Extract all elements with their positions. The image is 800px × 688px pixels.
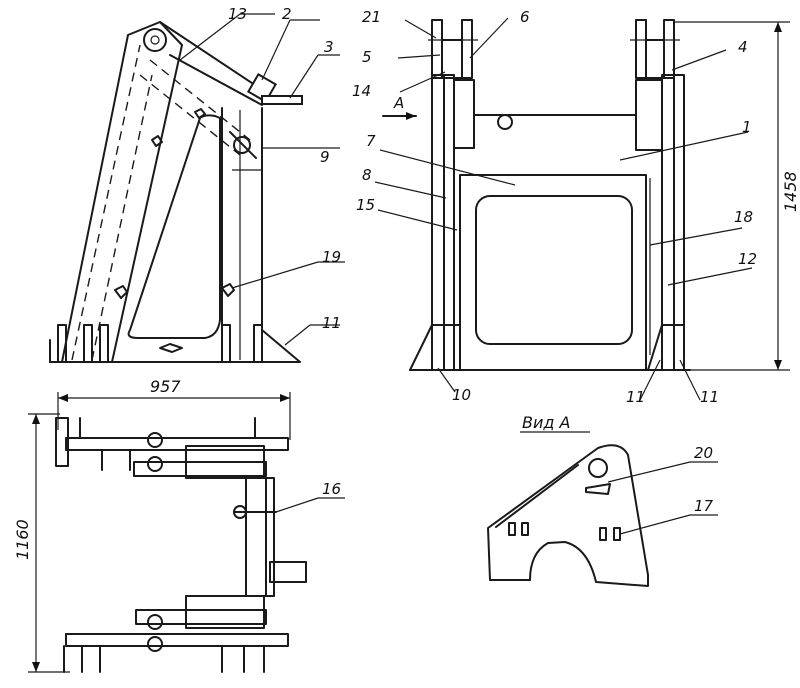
callout-5: 5 [362,48,372,66]
callouts: 13 2 3 9 19 11 21 5 14 6 4 1 7 8 15 18 1… [228,5,757,515]
view-a: Вид А [487,413,718,587]
callout-2: 2 [282,5,292,23]
side-window-cutout [127,114,221,339]
callout-11-side: 11 [322,314,341,332]
part-20 [585,483,611,495]
bolt-clamp [233,136,251,154]
callout-11-front-b: 11 [700,388,719,406]
plan-vertical-member [245,477,267,597]
callout-19: 19 [322,248,341,266]
callout-10: 10 [452,386,471,404]
view-a-title: Вид А [522,413,570,432]
clamp-plate [261,95,303,105]
top-end-plate [55,417,69,467]
callout-7: 7 [366,132,376,150]
arm-hidden-edge-2 [91,74,153,361]
main-plate [459,174,647,371]
dim-depth: 1160 [13,519,32,560]
dimension-texts: 1458 957 1160 [13,171,800,560]
bracket-19 [221,283,235,297]
view-a-hole [588,458,608,478]
arm-hidden-edge [71,44,141,361]
side-view [49,13,345,363]
bar-nut [497,114,513,130]
callout-17: 17 [694,497,714,515]
top-housing [185,445,265,479]
inclined-arm [61,21,183,363]
dim-width: 957 [150,377,181,396]
callout-11-front-a: 11 [626,388,645,406]
callout-6: 6 [520,8,530,26]
bottom-rail [65,633,289,647]
callout-21: 21 [362,8,381,26]
pivot-hole [143,28,167,52]
bottom-housing [185,595,265,629]
callout-4: 4 [738,38,748,56]
front-view: А [374,17,790,401]
plan-view [28,392,345,673]
callout-15: 15 [356,196,375,214]
front-window [475,195,633,345]
callout-13: 13 [228,5,247,23]
view-a-plate [487,444,649,587]
callout-3: 3 [324,38,334,56]
top-rail [65,437,289,451]
callout-1: 1 [742,118,752,136]
callout-18: 18 [734,208,753,226]
gusset-10 [409,324,461,371]
slot-17 [599,527,607,541]
right-block [635,79,663,151]
gusset-side [261,329,301,363]
view-arrow-letter: А [393,94,404,112]
callout-12: 12 [738,250,757,268]
gusset-11 [647,324,685,371]
callout-8: 8 [362,166,372,184]
callout-20: 20 [694,444,713,462]
callout-16: 16 [322,480,341,498]
clamp-block [246,72,278,104]
left-block [453,79,475,149]
dim-height: 1458 [781,171,800,212]
callout-9: 9 [320,148,330,166]
callout-14: 14 [352,82,371,100]
